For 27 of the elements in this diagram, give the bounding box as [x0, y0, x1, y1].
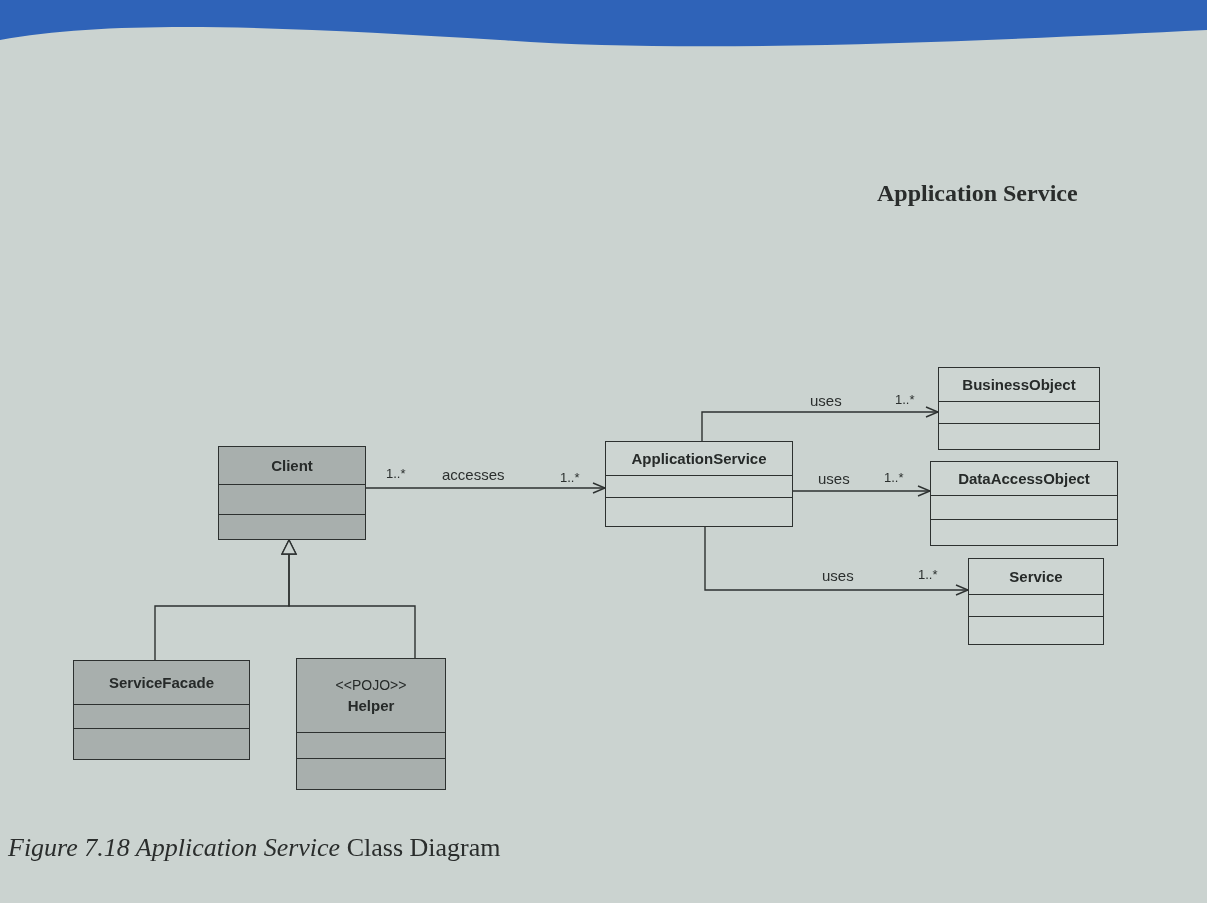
class-box [938, 367, 1100, 450]
class-name: Service [1009, 568, 1063, 585]
class-name: Helper [347, 697, 395, 714]
multiplicity: 1..* [918, 567, 938, 582]
association-arrow [792, 485, 931, 497]
class-box [605, 441, 793, 527]
class-box [73, 660, 250, 760]
class-box [930, 461, 1118, 546]
multiplicity: 1..* [895, 392, 915, 407]
multiplicity: 1..* [884, 470, 904, 485]
generalization-arrow [281, 539, 416, 659]
association-arrow [704, 526, 969, 596]
association-arrow [701, 406, 939, 442]
running-head: Application Service [877, 180, 1078, 207]
class-name: DataAccessObject [958, 470, 1090, 487]
multiplicity: 1..* [386, 466, 406, 481]
class-name: ApplicationService [631, 450, 767, 467]
class-name: BusinessObject [962, 376, 1076, 393]
class-box [968, 558, 1104, 645]
figure-caption: Figure 7.18 Application Service Class Diagram [8, 833, 501, 863]
stereotype: <<POJO>> [335, 677, 407, 693]
class-box [218, 446, 366, 540]
class-box [296, 658, 446, 790]
multiplicity: 1..* [560, 470, 580, 485]
class-name: Client [271, 457, 313, 474]
association-arrow [365, 482, 606, 494]
class-name: ServiceFacade [108, 674, 215, 691]
